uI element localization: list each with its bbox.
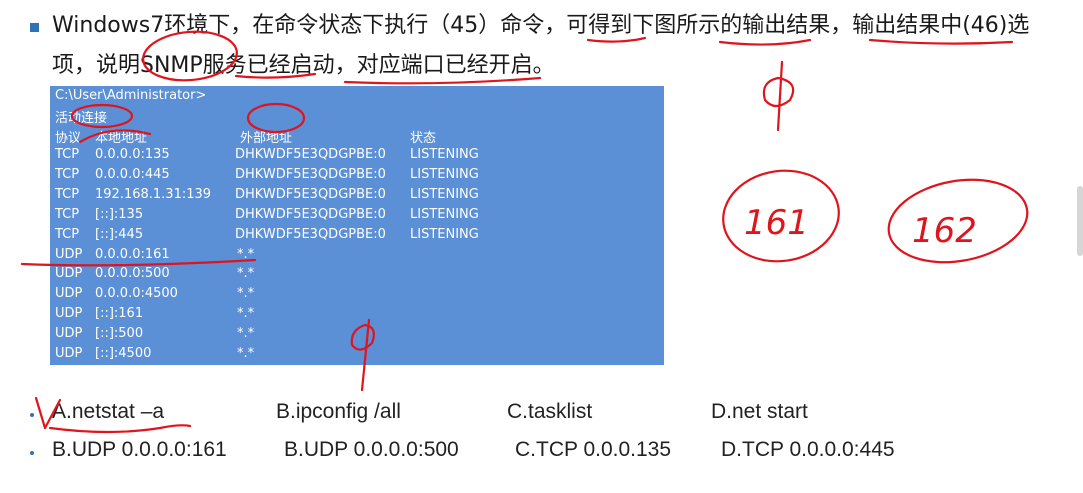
row-protocol: UDP <box>55 266 83 282</box>
row-local-address: [::]:135 <box>95 206 144 222</box>
row-local-address: 0.0.0.0:161 <box>95 246 170 262</box>
row-local-address: [::]:161 <box>95 306 144 322</box>
question-line-1: Windows7环境下，在命令状态下执行（45）命令，可得到下图所示的输出结果，… <box>52 13 1030 38</box>
row-local-address: 0.0.0.0:445 <box>95 166 170 182</box>
row-local-address: 0.0.0.0:135 <box>95 147 170 162</box>
row-state: LISTENING <box>410 166 479 182</box>
circle-162-text: 162 <box>912 211 977 251</box>
row-state: LISTENING <box>410 206 479 222</box>
row-local-address: 0.0.0.0:500 <box>95 266 170 282</box>
row-protocol: UDP <box>55 306 83 322</box>
row-foreign-address: DHKWDF5E3QDGPBE:0 <box>235 206 386 222</box>
row-foreign-address: DHKWDF5E3QDGPBE:0 <box>235 147 386 162</box>
question-text: Windows7环境下，在命令状态下执行（45）命令，可得到下图所示的输出结果，… <box>52 6 1042 86</box>
circle-161-text: 161 <box>744 203 809 243</box>
row-local-address: 192.168.1.31:139 <box>95 186 212 202</box>
circle-162 <box>887 178 1029 264</box>
terminal-section-title: 活动连接 <box>55 111 108 126</box>
row-local-address: [::]:445 <box>95 226 144 242</box>
row-foreign-address: DHKWDF5E3QDGPBE:0 <box>235 166 386 182</box>
row-protocol: TCP <box>55 186 80 202</box>
row-state: LISTENING <box>410 147 479 162</box>
row-foreign-address: *.* <box>237 246 255 262</box>
option-46-a[interactable]: B.UDP 0.0.0.0:161 <box>52 438 227 461</box>
row-foreign-address: *.* <box>237 346 255 361</box>
row-protocol: UDP <box>55 346 83 361</box>
options-45-row: A.netstat –a B.ipconfig /all C.tasklist … <box>0 396 1083 432</box>
row-local-address: [::]:500 <box>95 326 144 342</box>
row-protocol: TCP <box>55 206 80 222</box>
row-protocol: UDP <box>55 286 83 302</box>
row-foreign-address: *.* <box>237 326 255 342</box>
row-protocol: TCP <box>55 147 80 162</box>
row-foreign-address: *.* <box>237 266 255 282</box>
row-foreign-address: DHKWDF5E3QDGPBE:0 <box>235 226 386 242</box>
header-state: 状态 <box>410 131 437 146</box>
row-protocol: TCP <box>55 226 80 242</box>
header-local-address: 本地地址 <box>95 131 148 146</box>
row-foreign-address: *.* <box>237 286 255 302</box>
question-bullet <box>30 23 39 32</box>
question-line-2: 项，说明SNMP服务已经启动，对应端口已经开启。 <box>52 53 555 78</box>
row-state: LISTENING <box>410 186 479 202</box>
option-46-d[interactable]: D.TCP 0.0.0.0:445 <box>721 438 895 461</box>
header-foreign-address: 外部地址 <box>240 131 293 146</box>
circle-161 <box>722 169 840 263</box>
option-45-a[interactable]: A.netstat –a <box>52 400 165 423</box>
row-protocol: UDP <box>55 246 83 262</box>
row-state: LISTENING <box>410 226 479 242</box>
row-foreign-address: DHKWDF5E3QDGPBE:0 <box>235 186 386 202</box>
header-protocol: 协议 <box>55 131 82 146</box>
row-protocol: TCP <box>55 166 80 182</box>
option-45-b[interactable]: B.ipconfig /all <box>276 400 401 423</box>
terminal-prompt: C:\User\Administrator> <box>55 88 207 103</box>
options-45-bullet <box>30 413 34 417</box>
option-45-c[interactable]: C.tasklist <box>507 400 593 423</box>
row-local-address: 0.0.0.0:4500 <box>95 286 178 302</box>
options-46-row: B.UDP 0.0.0.0:161 B.UDP 0.0.0.0:500 C.TC… <box>0 434 1083 470</box>
scrollbar[interactable] <box>1077 186 1083 256</box>
option-45-d[interactable]: D.net start <box>711 400 808 423</box>
row-local-address: [::]:4500 <box>95 346 152 361</box>
row-protocol: UDP <box>55 326 83 342</box>
option-46-c[interactable]: C.TCP 0.0.0.135 <box>515 438 672 461</box>
option-46-b[interactable]: B.UDP 0.0.0.0:500 <box>284 438 459 461</box>
row-foreign-address: *.* <box>237 306 255 322</box>
options-46-bullet <box>30 451 34 455</box>
netstat-output-panel: C:\User\Administrator> 活动连接 协议 本地地址 外部地址… <box>50 86 664 365</box>
